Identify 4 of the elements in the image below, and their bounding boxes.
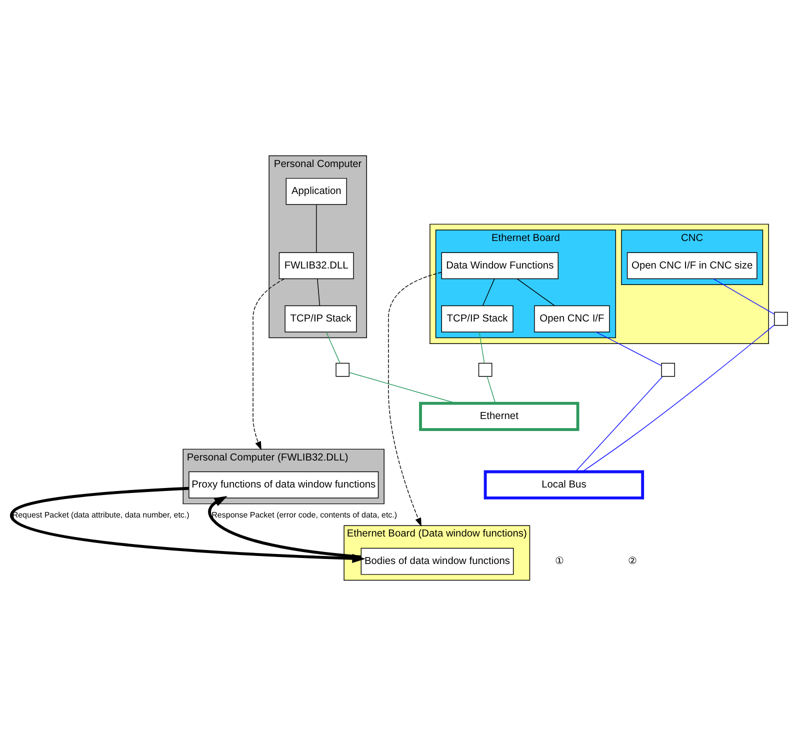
- label: ②: [628, 556, 637, 567]
- edge-label: Response Packet (error code, contents of data, etc.): [212, 510, 398, 519]
- edge-label: Request Packet (data attribute, data number, etc.): [12, 510, 190, 519]
- label: ①: [555, 556, 564, 567]
